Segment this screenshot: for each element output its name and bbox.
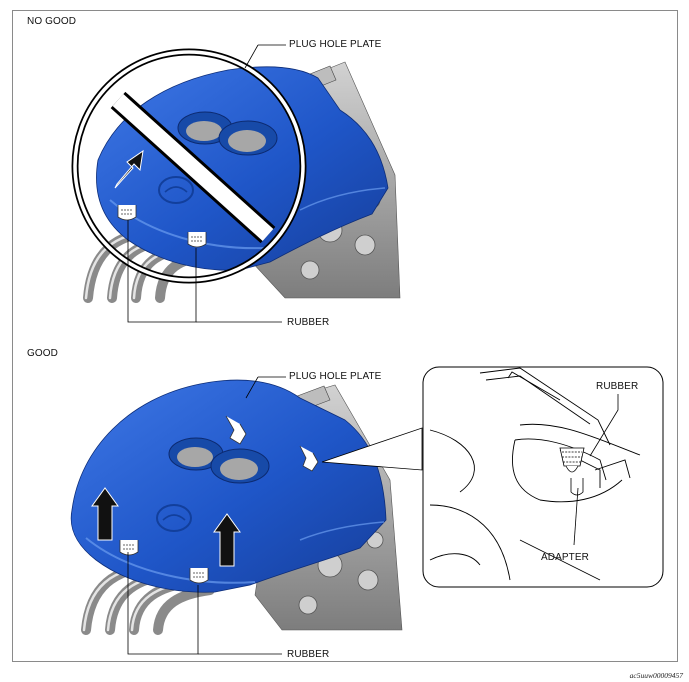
rubber-label-no-good: RUBBER	[287, 317, 330, 328]
figure-frame	[12, 10, 678, 662]
cover-no-good	[96, 66, 389, 271]
detail-adapter-label: ADAPTER	[541, 552, 589, 563]
rubber-good	[119, 415, 319, 584]
good-heading: GOOD	[27, 348, 58, 359]
arrow-no-good	[114, 149, 144, 189]
rubber-label-good: RUBBER	[287, 649, 330, 660]
plug-hole-plate-label-no-good: PLUG HOLE PLATE	[289, 39, 382, 50]
cover-good	[70, 379, 387, 593]
detail-inset	[422, 366, 664, 588]
detail-rubber-label: RUBBER	[596, 381, 639, 392]
arrow-good-left	[91, 487, 119, 541]
rubber-no-good	[117, 205, 207, 248]
leaders-no-good	[127, 44, 286, 323]
leaders-good	[127, 376, 619, 655]
figure-id: ac5uuw00009457	[629, 671, 683, 680]
detail-pointer	[321, 427, 423, 471]
plug-hole-plate-label-good: PLUG HOLE PLATE	[289, 371, 382, 382]
arrow-good-right	[213, 513, 241, 567]
no-good-heading: NO GOOD	[27, 16, 77, 27]
prohibition-sign	[71, 48, 307, 284]
